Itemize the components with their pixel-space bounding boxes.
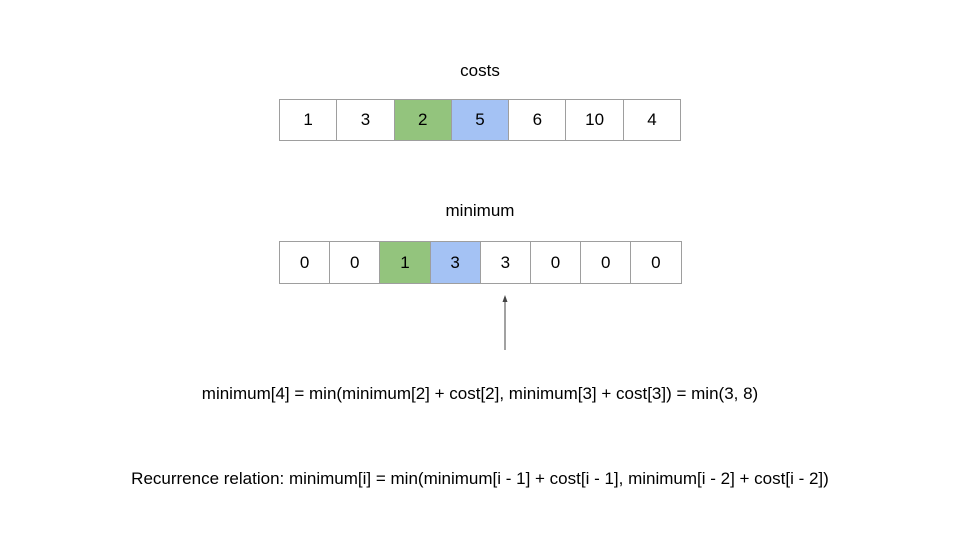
minimum-cell: 3 xyxy=(480,242,531,284)
example-formula: minimum[4] = min(minimum[2] + cost[2], m… xyxy=(201,384,759,403)
minimum-cell: 1 xyxy=(380,242,431,284)
minimum-cell: 0 xyxy=(280,242,331,284)
costs-cell: 5 xyxy=(451,100,510,141)
costs-cell: 1 xyxy=(280,100,338,141)
minimum-cell: 3 xyxy=(430,242,481,284)
minimum-cell: 0 xyxy=(330,242,381,284)
recurrence-relation: Recurrence relation: minimum[i] = min(mi… xyxy=(131,469,829,488)
costs-array-label: costs xyxy=(460,61,500,80)
costs-cell: 3 xyxy=(337,100,395,141)
minimum-cell: 0 xyxy=(631,242,682,284)
costs-cell: 2 xyxy=(394,100,452,141)
costs-cell: 6 xyxy=(509,100,567,141)
costs-cell: 4 xyxy=(623,100,682,141)
pointer-arrow xyxy=(502,295,508,350)
costs-cell: 10 xyxy=(566,100,624,141)
minimum-cell: 0 xyxy=(581,242,632,284)
minimum-array-label: minimum xyxy=(445,201,515,220)
minimum-cell: 0 xyxy=(530,242,582,284)
